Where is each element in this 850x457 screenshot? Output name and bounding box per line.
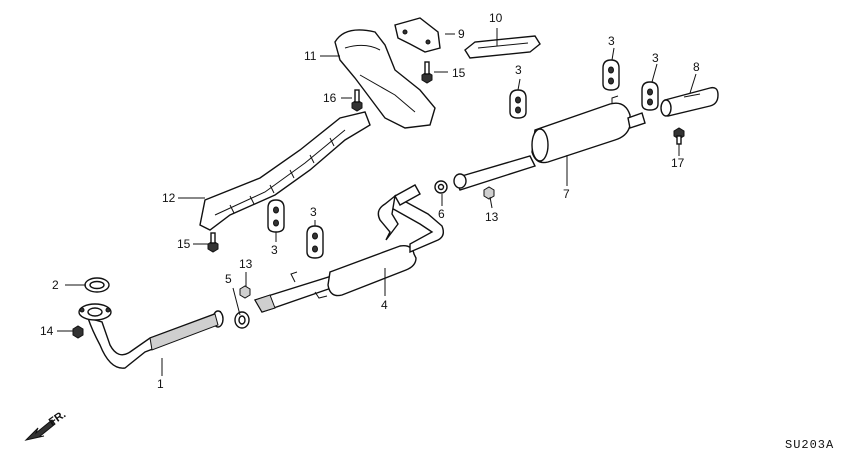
- callout-10: 10: [489, 11, 503, 25]
- callout-17: 17: [671, 156, 685, 170]
- callout-4: 4: [381, 298, 388, 312]
- diagram-code: SU203A: [785, 438, 834, 452]
- callout-8: 8: [693, 60, 700, 74]
- callout-5: 5: [225, 272, 232, 286]
- callout-1: 1: [157, 377, 164, 391]
- callout-16: 16: [323, 91, 337, 105]
- callout-15-lower: 15: [177, 237, 191, 251]
- callout-11: 11: [304, 49, 317, 63]
- callout-15-upper: 15: [452, 66, 466, 80]
- callout-13-upper: 13: [485, 210, 499, 224]
- callout-7: 7: [563, 187, 570, 201]
- heat-shield-long: [199, 111, 371, 231]
- nut-13-upper: [483, 186, 495, 200]
- callout-14: 14: [40, 324, 54, 338]
- callout-3-hanger-left: 3: [271, 243, 278, 257]
- center-gasket: [434, 180, 448, 194]
- tip-bolt: [673, 127, 685, 145]
- gasket-ring: [84, 277, 110, 293]
- leader-lines: [57, 28, 697, 376]
- bolt-15-lower: [207, 232, 219, 253]
- callout-3-hanger-far: 3: [652, 51, 659, 65]
- callout-3-hanger-center: 3: [310, 205, 317, 219]
- heat-shield-upper: [334, 29, 436, 129]
- hanger-right-far: [641, 81, 659, 111]
- callout-3-hanger-right: 3: [608, 34, 615, 48]
- callout-6: 6: [438, 207, 445, 221]
- callout-12: 12: [162, 191, 176, 205]
- hanger-right-upper: [602, 59, 620, 91]
- callout-2: 2: [52, 278, 59, 292]
- bolt-15-upper: [421, 61, 433, 84]
- callout-13-lower: 13: [239, 257, 253, 271]
- hanger-center-lower: [306, 225, 324, 259]
- muffler: [453, 95, 646, 191]
- front-arrow-icon: [24, 419, 56, 441]
- hanger-plate: [464, 35, 541, 59]
- center-pipe-resonator: [253, 184, 445, 313]
- front-pipe: [78, 303, 224, 369]
- callout-3-hanger-upper: 3: [515, 63, 522, 77]
- hanger-left-lower: [267, 199, 285, 233]
- hanger-center-upper: [509, 89, 527, 119]
- flange-nut: [72, 325, 84, 339]
- tail-pipe-tip: [660, 86, 719, 117]
- callout-9: 9: [458, 27, 465, 41]
- bracket: [394, 17, 441, 53]
- nut-13-lower: [239, 285, 251, 299]
- stud-bolt: [351, 89, 363, 112]
- pipe-gasket: [234, 311, 250, 329]
